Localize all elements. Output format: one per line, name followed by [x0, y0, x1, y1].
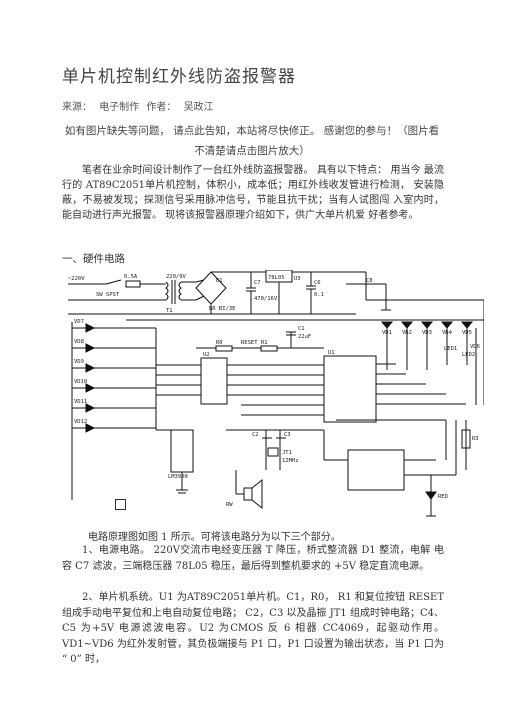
- source-label: 来源：: [62, 102, 92, 113]
- circuit-schematic[interactable]: ~220V SW SPST 0.5A T1 220/9V D1 BR BI/3E…: [66, 270, 484, 522]
- article-source-line: 来源： 电子制作 作者： 吴政江: [62, 98, 218, 113]
- label-vd3: VD3: [422, 330, 432, 336]
- label-vd7: VD7: [74, 319, 84, 325]
- label-vd10: VD10: [74, 379, 87, 385]
- label-c6: C6: [314, 280, 321, 286]
- source-value: 电子制作: [99, 102, 140, 113]
- label-switch: SW SPST: [96, 292, 120, 298]
- label-reset: RESET: [241, 340, 258, 346]
- image-placeholder-checkbox[interactable]: [115, 499, 126, 510]
- label-u1: U1: [328, 350, 335, 356]
- label-fuse: 0.5A: [124, 274, 138, 280]
- label-rpack: LM3900: [168, 474, 188, 480]
- article-title: 单片机控制红外线防盗报警器: [62, 67, 296, 87]
- label-rw: RW: [226, 502, 233, 508]
- figure-caption: 电路原理图如图 1 所示。可将该电路分为以下三个部分。: [88, 532, 341, 543]
- label-crystal: 12MHz: [282, 458, 299, 464]
- label-led1: LED1: [444, 346, 457, 352]
- label-vd9: VD9: [74, 359, 84, 365]
- power-circuit-paragraph: 1、电源电路。 220V交流市电经变压器 T 降压，桥式整流器 D1 整流，电解…: [62, 545, 444, 572]
- label-r1: R1: [261, 340, 268, 346]
- label-regulator: 78L05: [268, 275, 285, 281]
- label-c1-val: 22uF: [298, 334, 311, 340]
- intro-paragraph: 笔者在业余时间设计制作了一台红外线防盗报警器。 具有以下特点： 用当今 最流行的…: [62, 165, 444, 221]
- label-mains: ~220V: [68, 276, 85, 282]
- label-vd12: VD12: [74, 419, 87, 425]
- label-vd8: VD8: [74, 339, 84, 345]
- mcu-system-paragraph: 2、单片机系统。U1 为AT89C2051单片机。C1，R0， R1 和复位按钮…: [62, 592, 444, 665]
- section-heading: 一、硬件电路: [62, 253, 125, 265]
- label-vd6: VD6: [470, 344, 480, 350]
- label-red: RED: [438, 494, 448, 500]
- label-c1: C1: [298, 326, 305, 332]
- label-c2: C2: [252, 432, 259, 438]
- label-r3: R3: [472, 436, 479, 442]
- label-bridge-spec: BR BI/3E: [209, 306, 236, 312]
- label-c7: C7: [254, 280, 261, 286]
- label-transformer: T1: [166, 308, 173, 314]
- label-jt1: JT1: [282, 450, 292, 456]
- label-u2: U2: [203, 352, 210, 358]
- label-bridge: D1: [216, 278, 223, 284]
- label-transformer-spec: 220/9V: [166, 274, 187, 280]
- author-value: 吴政江: [183, 102, 214, 113]
- author-label: 作者：: [146, 102, 177, 113]
- label-vd11: VD11: [74, 399, 87, 405]
- label-c7-val: 470/16V: [254, 296, 278, 302]
- label-vd5: VD5: [462, 330, 472, 336]
- label-led2: LED2: [462, 352, 475, 358]
- label-r0: R0: [216, 340, 223, 346]
- label-vd1: VD1: [382, 330, 392, 336]
- label-c8: C8: [366, 278, 373, 284]
- label-c3: C3: [284, 432, 291, 438]
- label-c6-val: 0.1: [314, 292, 324, 298]
- missing-image-notice[interactable]: 如有图片缺失等问题， 请点此告知，本站将尽快修正。 感谢您的参与！（图片看不清楚…: [64, 125, 440, 157]
- label-vd2: VD2: [402, 330, 412, 336]
- label-vd4: VD4: [442, 330, 453, 336]
- label-regulator-id: U3: [294, 276, 301, 282]
